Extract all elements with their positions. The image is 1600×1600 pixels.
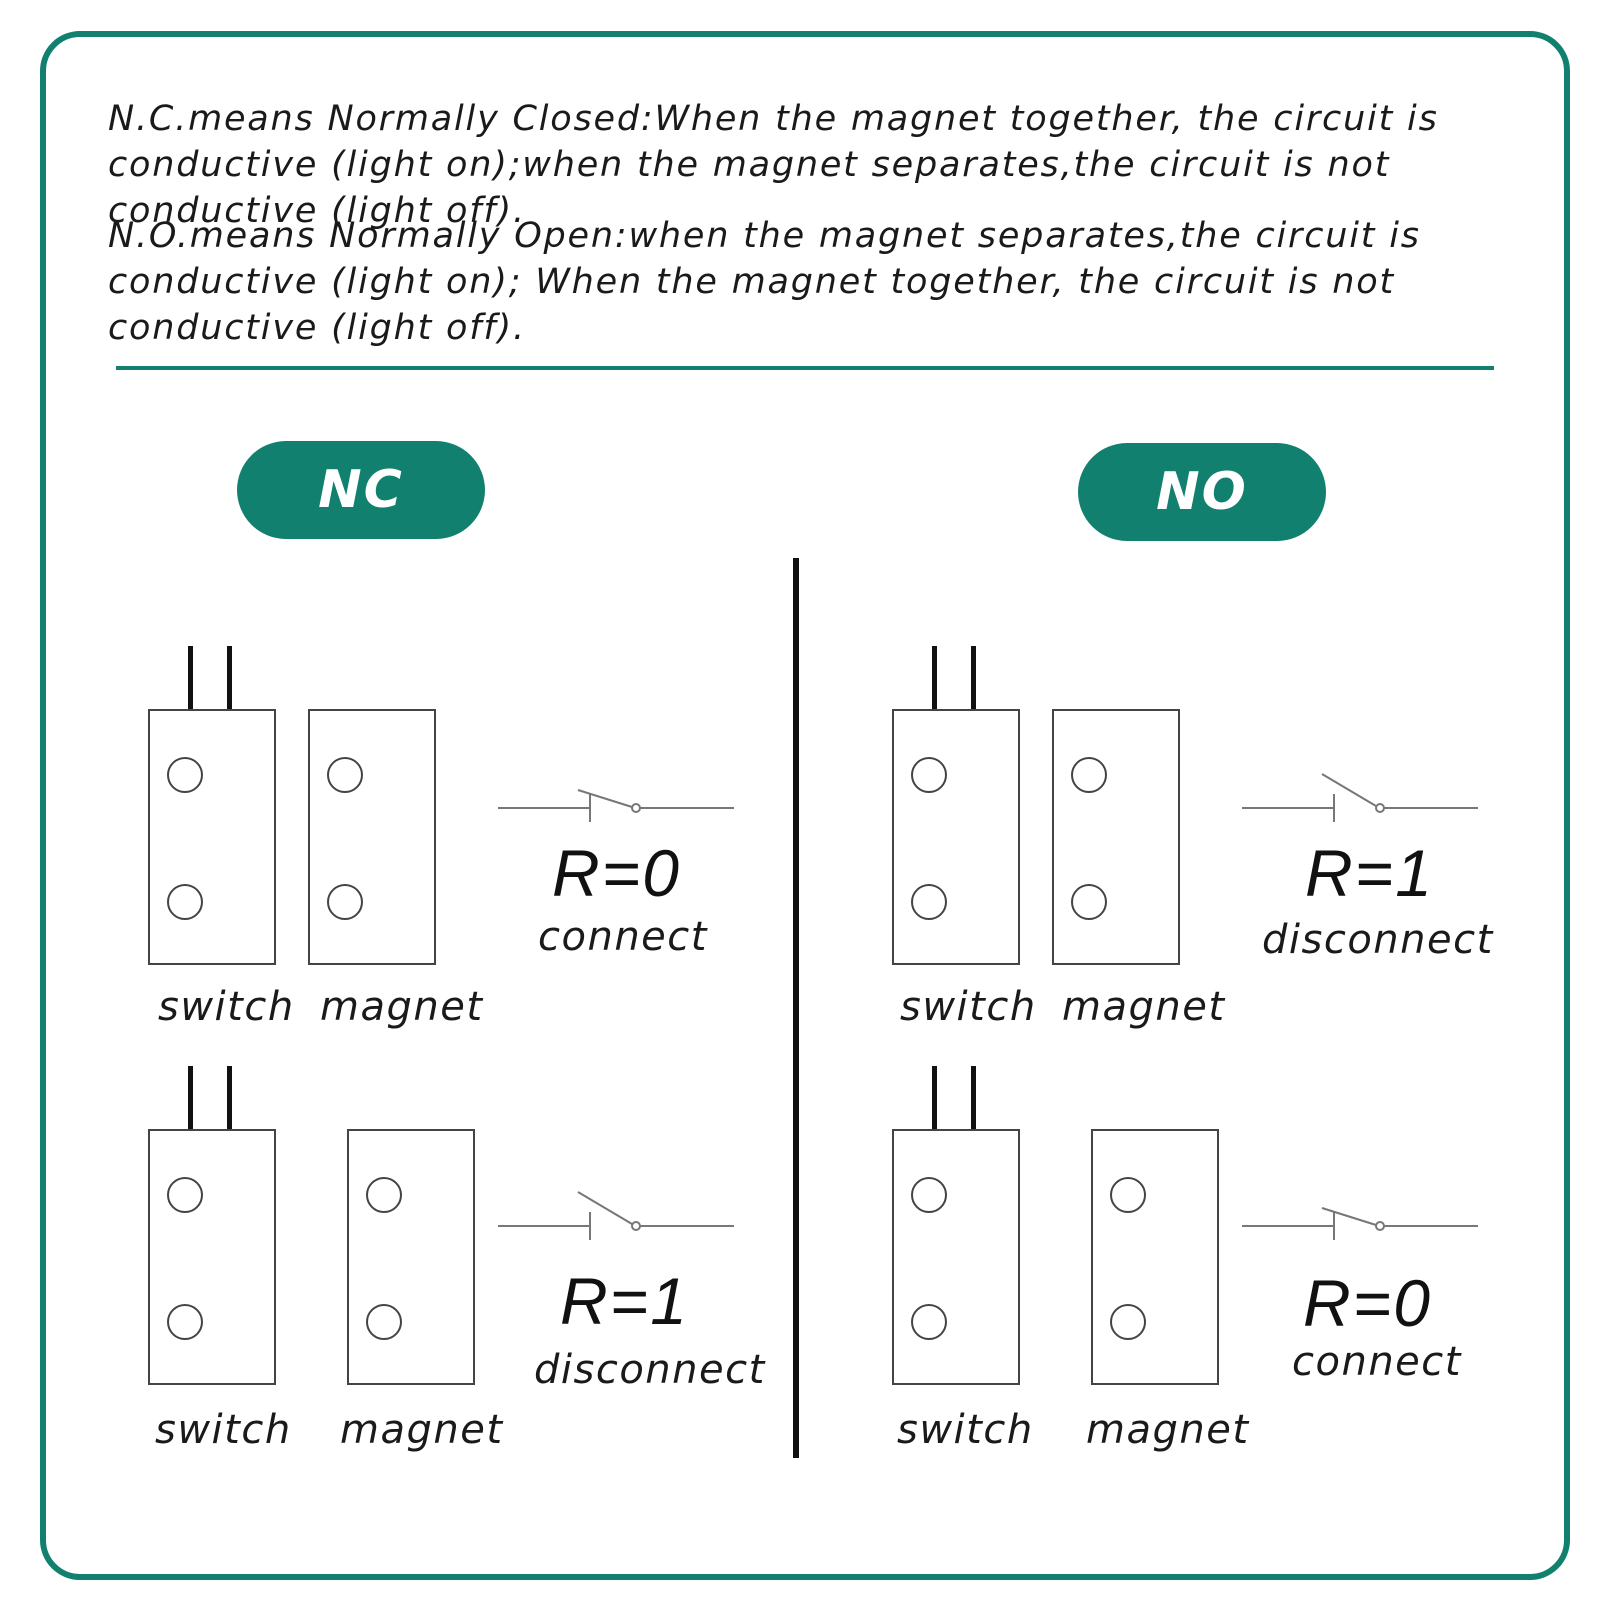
- switch-wire-lead: [227, 646, 232, 709]
- mounting-hole: [1110, 1177, 1146, 1213]
- mounting-hole: [366, 1304, 402, 1340]
- magnet-label: magnet: [340, 1407, 504, 1453]
- magnet-body: [347, 1129, 475, 1385]
- open-switch-symbol: [1242, 773, 1478, 822]
- switch-wire-lead: [971, 1066, 976, 1129]
- switch-wire-lead: [932, 1066, 937, 1129]
- mounting-hole: [1110, 1304, 1146, 1340]
- switch-label: switch: [897, 1407, 1034, 1453]
- panel-divider: [793, 558, 799, 1458]
- mounting-hole: [167, 1177, 203, 1213]
- mounting-hole: [911, 1304, 947, 1340]
- open-switch-symbol: [498, 1191, 734, 1240]
- mounting-hole: [366, 1177, 402, 1213]
- mounting-hole: [911, 757, 947, 793]
- magnet-label: magnet: [320, 984, 484, 1030]
- reed-switch-body: [148, 1129, 276, 1385]
- outer-frame: [40, 31, 1570, 1580]
- state-label: connect: [1292, 1339, 1462, 1385]
- magnet-label: magnet: [1062, 984, 1226, 1030]
- magnet-body: [1052, 709, 1180, 965]
- reed-switch-body: [892, 709, 1020, 965]
- nc-badge: NC: [237, 441, 485, 539]
- resistance-value: R=1: [1305, 836, 1434, 910]
- mounting-hole: [167, 884, 203, 920]
- no-description: N.O.means Normally Open:when the magnet …: [108, 216, 1421, 348]
- resistance-value: R=0: [552, 836, 681, 910]
- mounting-hole: [167, 757, 203, 793]
- switch-wire-lead: [227, 1066, 232, 1129]
- mounting-hole: [1071, 757, 1107, 793]
- closed-switch-symbol: [1242, 1207, 1478, 1240]
- switch-wire-lead: [932, 646, 937, 709]
- reed-switch-body: [892, 1129, 1020, 1385]
- state-label: connect: [538, 914, 708, 960]
- switch-wire-lead: [188, 1066, 193, 1129]
- mounting-hole: [1071, 884, 1107, 920]
- switch-label: switch: [158, 984, 295, 1030]
- mounting-hole: [911, 884, 947, 920]
- mounting-hole: [327, 757, 363, 793]
- switch-label: switch: [155, 1407, 292, 1453]
- mounting-hole: [167, 1304, 203, 1340]
- switch-wire-lead: [971, 646, 976, 709]
- closed-switch-symbol: [498, 789, 734, 822]
- separator-line: [116, 366, 1494, 370]
- reed-switch-body: [148, 709, 276, 965]
- switch-wire-lead: [188, 646, 193, 709]
- resistance-value: R=1: [560, 1264, 689, 1338]
- magnet-body: [308, 709, 436, 965]
- resistance-value: R=0: [1303, 1266, 1432, 1340]
- nc-description: N.C.means Normally Closed:When the magne…: [108, 99, 1439, 231]
- state-label: disconnect: [534, 1347, 766, 1393]
- state-label: disconnect: [1262, 917, 1494, 963]
- switch-label: switch: [900, 984, 1037, 1030]
- no-badge: NO: [1078, 443, 1326, 541]
- magnet-body: [1091, 1129, 1219, 1385]
- magnet-label: magnet: [1086, 1407, 1250, 1453]
- mounting-hole: [911, 1177, 947, 1213]
- mounting-hole: [327, 884, 363, 920]
